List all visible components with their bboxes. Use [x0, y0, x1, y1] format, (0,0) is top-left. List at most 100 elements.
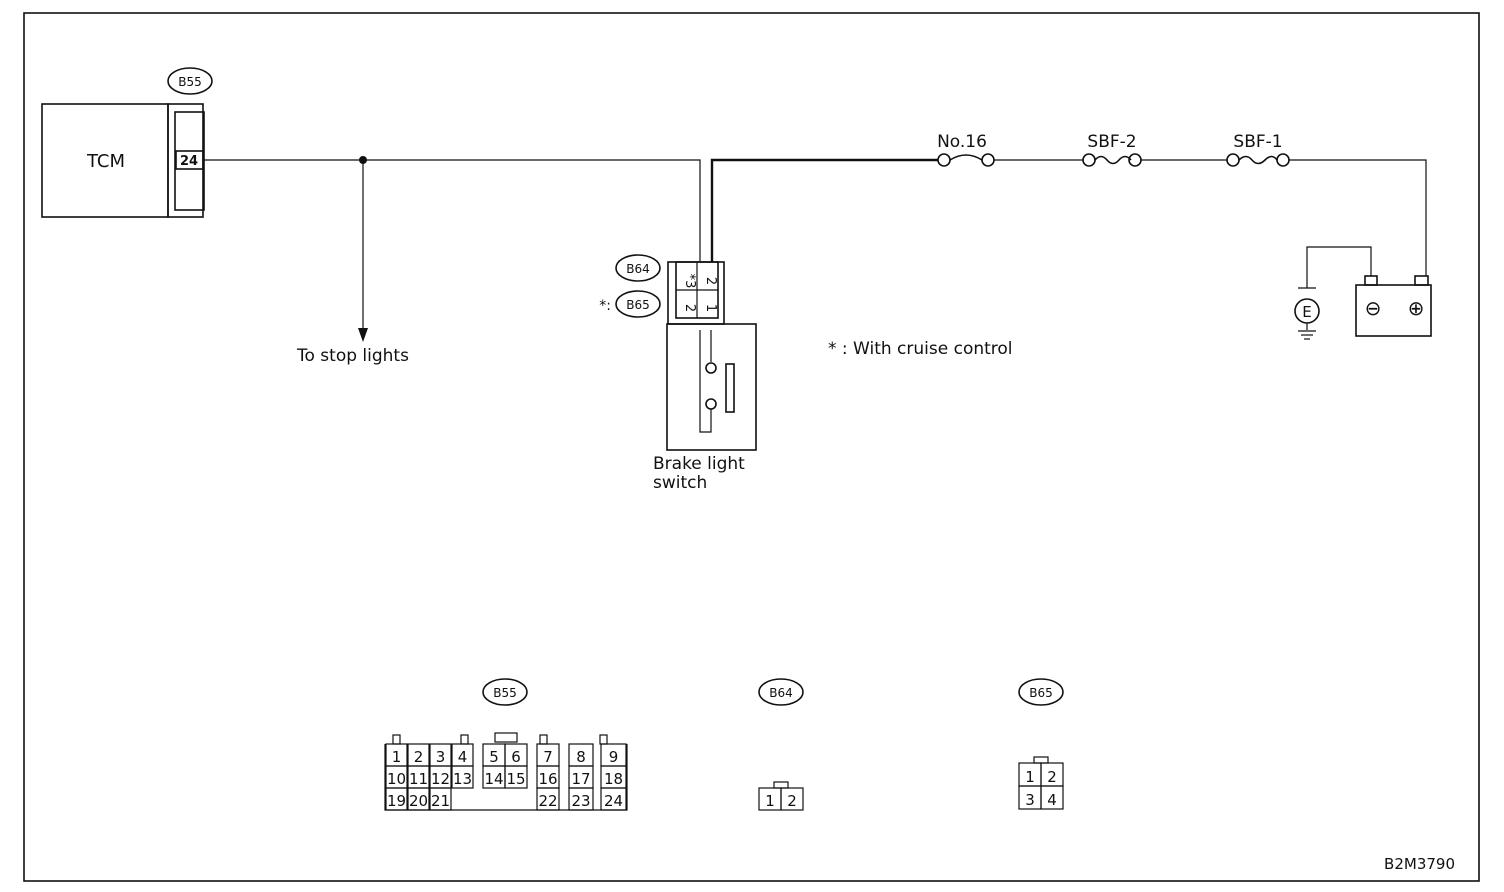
- pin-cell: [780, 787, 804, 811]
- pin-number: 24: [604, 792, 623, 810]
- pin-number: 2: [787, 792, 797, 810]
- pin-number: 15: [506, 770, 525, 788]
- fusible-link-icon: [1238, 155, 1278, 165]
- diagram-frame: [23, 12, 1480, 882]
- pin-cell: [407, 787, 430, 811]
- cruise-control-note: * : With cruise control: [828, 339, 1013, 359]
- fuse-no16: No.16: [937, 132, 995, 167]
- fuse-element-icon: [949, 154, 983, 161]
- pin-cell: [504, 765, 528, 789]
- b64-lock-tab: [773, 781, 789, 789]
- pin-cell: [1040, 785, 1064, 810]
- b55-lock-tab: [392, 734, 401, 745]
- pin-number: 1: [392, 748, 402, 766]
- b64-connector-id: B64: [626, 262, 650, 276]
- b65-marker: *:: [599, 298, 611, 314]
- pin-number: 20: [409, 792, 428, 810]
- battery-positive-wire: [1289, 159, 1427, 276]
- pin-number: 7: [543, 748, 553, 766]
- pin-number: 19: [387, 792, 406, 810]
- pin-number: 8: [576, 748, 586, 766]
- pin-number: 1: [765, 792, 775, 810]
- battery-positive-icon: ⊕: [1408, 296, 1425, 320]
- b55-connector-badge: [167, 67, 213, 95]
- signal-wire: To stop lights: [203, 156, 701, 366]
- fuse-terminal: [1082, 153, 1096, 167]
- connector-view-badge: [758, 678, 804, 706]
- tcm-connector-terminal: [174, 111, 205, 211]
- switch-body: [666, 323, 757, 451]
- battery-body: [1355, 284, 1432, 337]
- pin-number: 1: [1025, 768, 1035, 786]
- switch-pin-bl: 2: [682, 304, 697, 312]
- stop-lights-arrow-icon: [358, 328, 368, 342]
- ground: E: [1294, 287, 1320, 340]
- switch-contact-icon: [705, 362, 717, 374]
- battery: ⊖ ⊕: [1306, 246, 1432, 337]
- connector-view-id: B55: [493, 686, 517, 700]
- stop-lights-label: To stop lights: [296, 346, 409, 366]
- switch-to-fuse-wire: [710, 158, 938, 262]
- pin-cell: [600, 787, 627, 811]
- pin-number: 17: [571, 770, 590, 788]
- connector-view-badge: [1018, 678, 1064, 706]
- switch-pin-tl: *3: [682, 274, 697, 289]
- b55-lock-tab: [494, 732, 518, 743]
- battery-negative-wire: [1306, 246, 1372, 288]
- pin-number: 14: [484, 770, 503, 788]
- pin-number: 5: [489, 748, 499, 766]
- pin-number: 3: [1025, 791, 1035, 809]
- pin-number: 4: [1047, 791, 1057, 809]
- switch-label-line2: switch: [653, 473, 707, 493]
- b55-lock-tab: [460, 734, 469, 745]
- pin-number: 12: [431, 770, 450, 788]
- pin-cell: [429, 787, 452, 811]
- battery-neg-post: [1364, 275, 1378, 286]
- pin-number: 2: [1047, 768, 1057, 786]
- pin-number: 3: [436, 748, 446, 766]
- b55-lock-tab: [539, 734, 548, 745]
- b65-connector-badge: [615, 290, 661, 318]
- connector-view-id: B64: [769, 686, 793, 700]
- connector-view-id: B65: [1029, 686, 1053, 700]
- battery-pos-post: [1414, 275, 1429, 286]
- pin-number: 4: [458, 748, 468, 766]
- pin-number: 23: [571, 792, 590, 810]
- pin-number: 16: [538, 770, 557, 788]
- tcm-to-switch-wire: [203, 159, 701, 262]
- pin-number: 2: [414, 748, 424, 766]
- switch-contact-lead: [699, 330, 712, 433]
- battery-negative-icon: ⊖: [1365, 296, 1382, 320]
- tcm-unit: TCM 24 B55: [41, 67, 213, 218]
- fuse-sbf1-label: SBF-1: [1233, 132, 1282, 152]
- ground-label: E: [1302, 303, 1311, 321]
- fuse-sbf1: SBF-1: [1226, 132, 1290, 167]
- pin-number: 9: [609, 748, 619, 766]
- fuse-terminal: [1226, 153, 1240, 167]
- fuse-terminal: [937, 153, 951, 167]
- pin-number: 21: [431, 792, 450, 810]
- pin-cell: [385, 787, 408, 811]
- switch-contact-icon: [705, 398, 717, 410]
- brake-light-switch: B64 *: B65 *3 2 2 1 Brake light switch: [599, 254, 757, 493]
- fuse-terminal: [1276, 153, 1290, 167]
- pin-number: 18: [604, 770, 623, 788]
- switch-plunger: [725, 363, 735, 413]
- b64-connector-badge: [615, 254, 661, 282]
- fuse-terminal: [1128, 153, 1142, 167]
- fusible-link-icon: [1094, 155, 1132, 165]
- b65-connector-id: B65: [626, 298, 650, 312]
- b55-connector-id: B55: [178, 75, 202, 89]
- power-wire: [710, 158, 1427, 276]
- pin-number: 11: [409, 770, 428, 788]
- b55-lock-tab: [599, 734, 608, 745]
- fuse-sbf2-label: SBF-2: [1087, 132, 1136, 152]
- switch-pin-br: 1: [703, 304, 718, 312]
- pin-number: 13: [453, 770, 472, 788]
- fuse-no16-label: No.16: [937, 132, 987, 152]
